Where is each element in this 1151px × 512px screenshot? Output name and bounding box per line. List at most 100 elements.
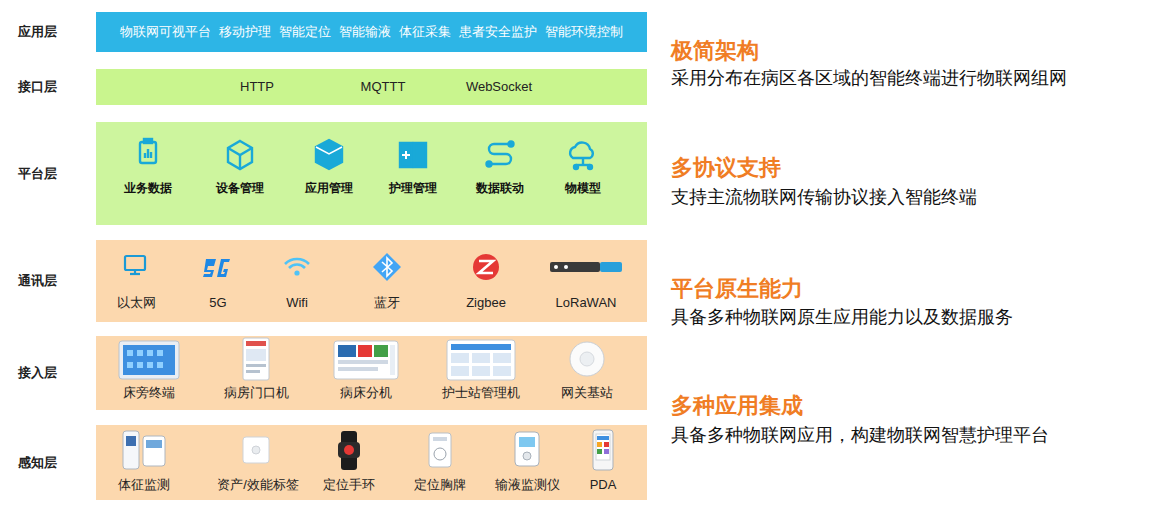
item-label: 智能输液 xyxy=(339,25,391,40)
layer-band: 通讯层以太网5GWifi蓝牙ZigbeeLoRaWAN xyxy=(96,240,647,322)
illustration-part xyxy=(228,141,252,169)
illustration-part xyxy=(374,345,388,357)
layer-band: 感知层体征监测资产/效能标签定位手环定位胸牌输液监测仪PDA xyxy=(96,425,647,500)
illustration-part xyxy=(146,440,162,448)
item-label: MQTTT xyxy=(361,79,406,95)
layer-name: 感知层 xyxy=(18,455,57,471)
illustration-part xyxy=(447,340,515,380)
illustration-part xyxy=(550,262,600,272)
item-label: 护理管理 xyxy=(389,181,437,195)
illustration-part xyxy=(137,350,143,356)
illustration-part xyxy=(316,140,342,169)
illustration-part xyxy=(130,273,140,275)
illustration-part xyxy=(588,165,592,169)
platform-icons xyxy=(140,139,593,169)
illustration-part xyxy=(147,362,153,368)
layer-band: 平台层业务数据设备管理应用管理护理管理数据联动物模型 xyxy=(96,122,647,225)
illustration-part xyxy=(338,345,356,357)
item-label: HTTP xyxy=(240,79,274,95)
item-label: 输液监测仪 xyxy=(495,477,560,493)
item-label: 5G xyxy=(209,295,226,311)
illustration-part xyxy=(338,360,388,364)
illustration-part xyxy=(144,153,146,158)
item-label: 床旁终端 xyxy=(123,385,175,401)
access-devices xyxy=(119,338,604,380)
illustration-part xyxy=(400,143,412,167)
illustration-part xyxy=(402,151,410,159)
illustration-part xyxy=(338,367,378,371)
illustration-part xyxy=(596,434,610,460)
item-label: 数据联动 xyxy=(476,181,524,195)
illustration-part xyxy=(570,143,593,158)
illustration-part xyxy=(125,256,145,270)
illustration-part xyxy=(140,142,156,163)
illustration-part xyxy=(519,437,535,447)
illustration-part xyxy=(358,345,372,357)
communication-icons xyxy=(125,253,622,281)
illustration-part xyxy=(239,155,241,169)
illustration-part xyxy=(493,366,511,376)
illustration-part xyxy=(472,353,490,363)
illustration-part xyxy=(600,262,622,272)
illustration-part xyxy=(472,366,490,376)
illustration-part xyxy=(119,341,179,379)
item-label: 业务数据 xyxy=(124,181,172,195)
illustration-part xyxy=(604,449,609,454)
illustration-part xyxy=(134,270,136,274)
illustration-part xyxy=(203,259,216,277)
item-label: 以太网 xyxy=(117,295,156,311)
illustration-part xyxy=(126,436,136,446)
illustration-part xyxy=(554,265,558,269)
illustration-part xyxy=(246,349,266,361)
illustration-part xyxy=(285,259,309,264)
illustration-part xyxy=(604,442,609,447)
illustration-part xyxy=(523,452,531,460)
feature-description: 支持主流物联网传输协议接入智能终端 xyxy=(671,187,977,209)
illustration-part xyxy=(473,254,499,280)
illustration-part xyxy=(143,436,165,466)
item-label: 病房门口机 xyxy=(224,385,289,401)
illustration-part xyxy=(289,265,305,268)
feature-heading: 多种应用集成 xyxy=(671,393,803,419)
illustration-part xyxy=(574,165,578,169)
illustration-part xyxy=(451,366,469,376)
illustration-part xyxy=(157,362,163,368)
item-label: 智能定位 xyxy=(279,25,331,40)
illustration-part xyxy=(252,446,260,454)
item-label: 设备管理 xyxy=(216,181,264,195)
layer-band: 接口层HTTPMQTTTWebSocket xyxy=(96,69,647,105)
item-label: Zigbee xyxy=(466,295,506,311)
item-label: WebSocket xyxy=(466,79,532,95)
illustration-part xyxy=(127,350,163,368)
item-label: 定位手环 xyxy=(323,477,375,493)
illustration-part xyxy=(334,341,398,379)
feature-description: 具备多种物联网原生应用能力以及数据服务 xyxy=(671,307,1013,329)
item-label: 定位胸牌 xyxy=(414,477,466,493)
illustration-part xyxy=(597,436,609,440)
feature-heading: 多协议支持 xyxy=(671,155,781,181)
layer-band: 应用层物联网可视平台移动护理智能定位智能输液体征采集患者安全监护智能环境控制 xyxy=(96,12,647,52)
illustration-part xyxy=(137,362,143,368)
illustration-part xyxy=(246,370,260,373)
item-label: 应用管理 xyxy=(305,181,353,195)
illustration-part xyxy=(344,445,354,455)
illustration-part xyxy=(127,362,133,368)
item-label: 病床分机 xyxy=(340,385,392,401)
illustration-part xyxy=(228,148,252,155)
illustration-part xyxy=(390,345,395,375)
illustration-part xyxy=(597,449,602,454)
illustration-part xyxy=(451,344,511,350)
illustration-part xyxy=(580,352,594,366)
feature-heading: 极简架构 xyxy=(671,38,759,64)
feature-heading: 平台原生能力 xyxy=(671,276,803,302)
illustration-part xyxy=(243,338,269,380)
feature-description: 具备多种物联网应用，构建物联网智慧护理平台 xyxy=(671,425,1049,447)
illustration-part xyxy=(597,442,602,447)
illustration-part xyxy=(157,350,163,356)
item-label: Wifi xyxy=(286,295,308,311)
illustration-part xyxy=(593,430,613,470)
illustration-part xyxy=(246,341,266,346)
layer-name: 平台层 xyxy=(18,166,57,182)
illustration-part xyxy=(489,144,511,164)
